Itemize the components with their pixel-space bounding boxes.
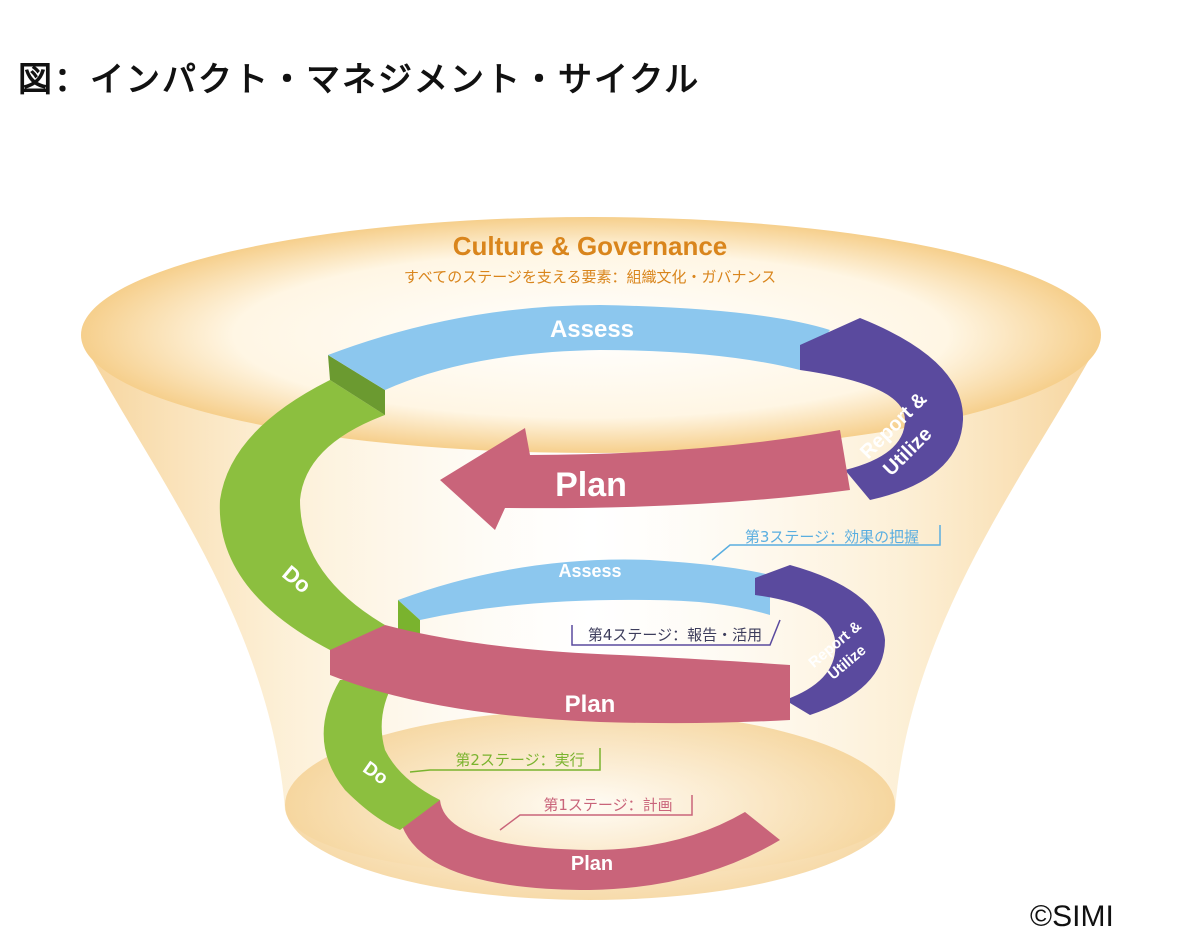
stage-assess-upper-label: Assess [550, 316, 634, 343]
stage-assess-lower-label: Assess [558, 561, 621, 581]
callout-stage4-line [571, 619, 781, 646]
callout-stage1-label: 第1ステージ：計画 [543, 796, 672, 814]
stage-do-lower-band [323, 680, 440, 830]
copyright: ©SIMI [1030, 900, 1114, 933]
callout-stage4-label: 第4ステージ：報告・活用 [588, 626, 762, 644]
stage-plan-upper-label: Plan [555, 466, 627, 504]
stage-plan-upper-arrow [440, 428, 850, 530]
stage-do-upper-band [219, 380, 385, 650]
callout-stage3-label: 第3ステージ：効果の把握 [745, 528, 919, 546]
callout-stage2-label: 第2ステージ：実行 [455, 751, 584, 769]
culture-subheading: すべてのステージを支える要素：組織文化・ガバナンス [404, 268, 776, 286]
callout-stage1-line [499, 795, 693, 831]
stage-plan-lower-band [330, 625, 790, 724]
stage-report-upper-band [800, 318, 964, 500]
stage-do-upper-edge [328, 355, 385, 415]
page-title: 図：インパクト・マネジメント・サイクル [18, 60, 701, 100]
culture-heading: Culture & Governance [453, 231, 728, 261]
stage-report-lower-band [755, 565, 885, 715]
stage-assess-lower-band [398, 559, 770, 620]
callout-stage3-line [711, 525, 941, 561]
stage-plan-lower-label: Plan [565, 691, 616, 718]
stage-plan-bottom-band [400, 800, 780, 890]
stage-assess-upper-band [328, 305, 830, 390]
stage-plan-bottom-label: Plan [571, 853, 613, 875]
callout-stage2-line [409, 748, 601, 773]
